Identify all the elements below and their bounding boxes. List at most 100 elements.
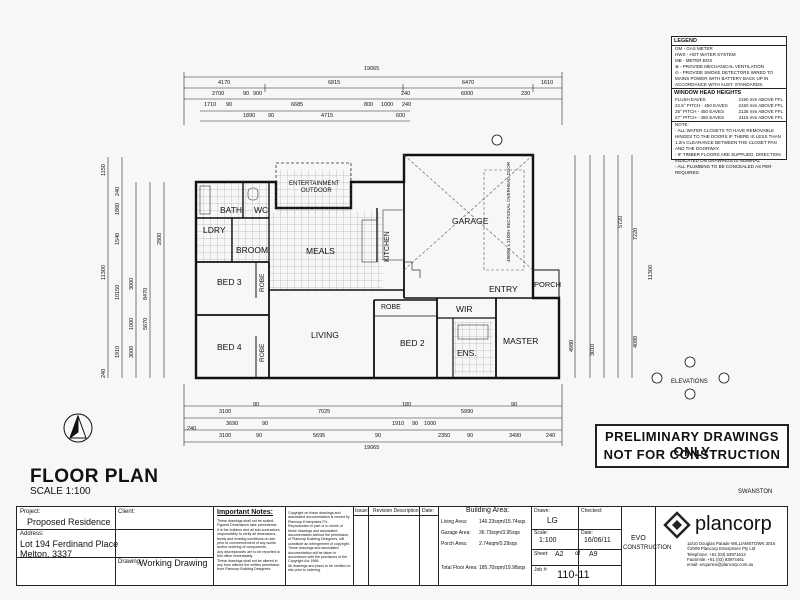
sheet-value: A2 xyxy=(555,551,564,558)
dim-top: 2700 xyxy=(212,91,225,97)
room-wc: WC xyxy=(254,205,269,215)
legend-title: LEGEND xyxy=(672,37,786,46)
area-label: Total Floor Area: xyxy=(441,565,478,571)
swanston-label: SWANSTON xyxy=(738,489,773,495)
dim-bottom: 1910 xyxy=(392,421,405,427)
note-line: It is the builders and all sub-contracto… xyxy=(217,527,280,550)
legend-item: GM - GAS METER xyxy=(675,46,713,51)
dim-bottom: 3100 xyxy=(219,433,232,439)
dim-left: 240 xyxy=(115,186,121,196)
dim-top: 6470 xyxy=(462,80,475,86)
dim-bottom: 90 xyxy=(256,433,263,439)
stamp-line-2: NOT FOR CONSTRUCTION xyxy=(603,447,781,462)
dim-bottom: 90 xyxy=(412,421,419,427)
issue-label: Issue: xyxy=(355,508,369,514)
room-bed2: BED 2 xyxy=(400,338,425,348)
plancorp-logo-icon xyxy=(663,511,691,539)
dim-bottom: 5990 xyxy=(461,409,474,415)
sheet-label: Sheet: xyxy=(534,551,549,557)
room-master: MASTER xyxy=(503,336,539,346)
scale-value: 1:100 xyxy=(539,537,557,544)
checked-label: Checked: xyxy=(581,508,603,514)
dim-top: 240 xyxy=(401,91,411,97)
legend-item: HWS - HOT WATER SYSTEM xyxy=(675,52,736,57)
revision-date-label: Date: xyxy=(422,508,434,514)
area-value: 36.73sqm/3.95sqs xyxy=(479,530,520,536)
legend-item: ⊙ - PROVIDE SMOKE DETECTORS WIRED TO MAI… xyxy=(675,70,774,87)
dim-bottom: 90 xyxy=(253,402,260,408)
dim-bottom-total: 19065 xyxy=(364,445,380,451)
title-block: Project: Proposed Residence Client: Addr… xyxy=(16,506,788,586)
company-info-line: email: enquiries@plancorp.com.au xyxy=(687,562,754,568)
stamp-line-1: PRELIMINARY DRAWINGS ONLY xyxy=(605,429,779,459)
project-label: Project: xyxy=(20,509,41,515)
dim-top: 4715 xyxy=(321,113,334,119)
dim-top: 4170 xyxy=(218,80,231,86)
drawing-label: Drawing: xyxy=(118,559,142,565)
room-garage: GARAGE xyxy=(452,216,489,226)
dim-right: 4980 xyxy=(569,339,575,352)
legend-item: ⊗ - PROVIDE MECHANICAL VENTILATION xyxy=(675,64,765,69)
address-line-2: Melton. 3337 xyxy=(20,549,73,559)
builder-line-2: CONSTRUCTION xyxy=(623,545,672,551)
drawn-label: Drawn: xyxy=(534,508,550,514)
area-label: Garage Area: xyxy=(441,530,471,536)
copyright-line: All drawings and plans to be verified on… xyxy=(288,563,351,573)
dim-bottom: 3490 xyxy=(509,433,522,439)
dim-left: 3000 xyxy=(129,277,135,290)
area-value: 185.70sqm/19.98sqs xyxy=(479,565,526,571)
dim-bottom: 2350 xyxy=(438,433,451,439)
dim-left: 2800 xyxy=(157,232,163,245)
dim-bottom: 7025 xyxy=(318,409,331,415)
company-info-line: Telephone: +61 (03) 93971613 xyxy=(687,551,746,557)
project-value: Proposed Residence xyxy=(27,517,111,527)
dim-top: 230 xyxy=(521,91,531,97)
dim-top: 1610 xyxy=(541,80,554,86)
legend-panel: LEGEND GM - GAS METER HWS - HOT WATER SY… xyxy=(671,36,787,175)
address-label: Address: xyxy=(20,531,44,537)
address-line-1: Lot 194 Ferdinand Place xyxy=(20,539,119,549)
window-eaves: FLUSH EAVES xyxy=(675,97,706,102)
elevations-label: ELEVATIONS xyxy=(671,379,708,385)
company-info-line: ©2009 Plancorp Enterprises Pty Ltd xyxy=(687,546,756,552)
dim-top: 6815 xyxy=(328,80,341,86)
dim-right: 7220 xyxy=(633,227,639,240)
area-label: Living Area: xyxy=(441,519,468,525)
room-bed3: BED 3 xyxy=(217,277,242,287)
dim-top: 6000 xyxy=(461,91,474,97)
room-ldry: LDRY xyxy=(203,225,226,235)
dim-right: 5720 xyxy=(618,215,624,228)
drawn-value: LG xyxy=(547,516,558,525)
room-meals: MEALS xyxy=(306,246,335,256)
dim-top: 600 xyxy=(396,113,406,119)
dim-top: 240 xyxy=(402,102,412,108)
dim-bottom: 240 xyxy=(187,426,197,432)
dim-bottom: 90 xyxy=(467,433,474,439)
room-robe-bed2: ROBE xyxy=(381,304,401,311)
builder-line-1: EVO xyxy=(631,535,646,542)
copyright-line: Reproduction in part or in whole of thes… xyxy=(288,524,350,546)
dim-right: 11300 xyxy=(648,265,654,280)
note-line: Figured Dimensions take precedence. xyxy=(217,523,278,528)
legend-notes: NOTE: - ALL WATER CLOSETS TO HAVE REMOVA… xyxy=(672,121,786,176)
window-height: 2150 mm ABOVE FFL xyxy=(738,97,783,102)
note-line: - ALL PLUMBING TO BE CONCEALED AS PER RE… xyxy=(675,164,772,175)
window-height: 2135 mm ABOVE FFL xyxy=(738,109,783,114)
dim-left: 1000 xyxy=(129,317,135,330)
dim-top: 900 xyxy=(253,91,263,97)
sheet-count: A9 xyxy=(589,551,598,558)
scale-label: Scale: xyxy=(534,530,548,536)
dim-top: 6685 xyxy=(291,102,304,108)
garage-door-note: 4800W x 2100H SECTIONAL OVERHEAD DOOR xyxy=(506,161,511,262)
window-eaves: 25° PITCH - 450 EAVES xyxy=(675,109,724,114)
dim-right: 4080 xyxy=(633,335,639,348)
dim-bottom: 90 xyxy=(375,433,382,439)
window-row: 27° PITCH - 450 EAVES 2115 mm ABOVE FFL xyxy=(672,115,786,121)
note-line: NOTE: xyxy=(675,122,689,127)
area-value: 146.23sqm/15.74sqs xyxy=(479,519,526,525)
building-area-title: Building Area: xyxy=(466,507,510,514)
dim-left: 1540 xyxy=(115,232,121,245)
dim-bottom: 5695 xyxy=(313,433,326,439)
